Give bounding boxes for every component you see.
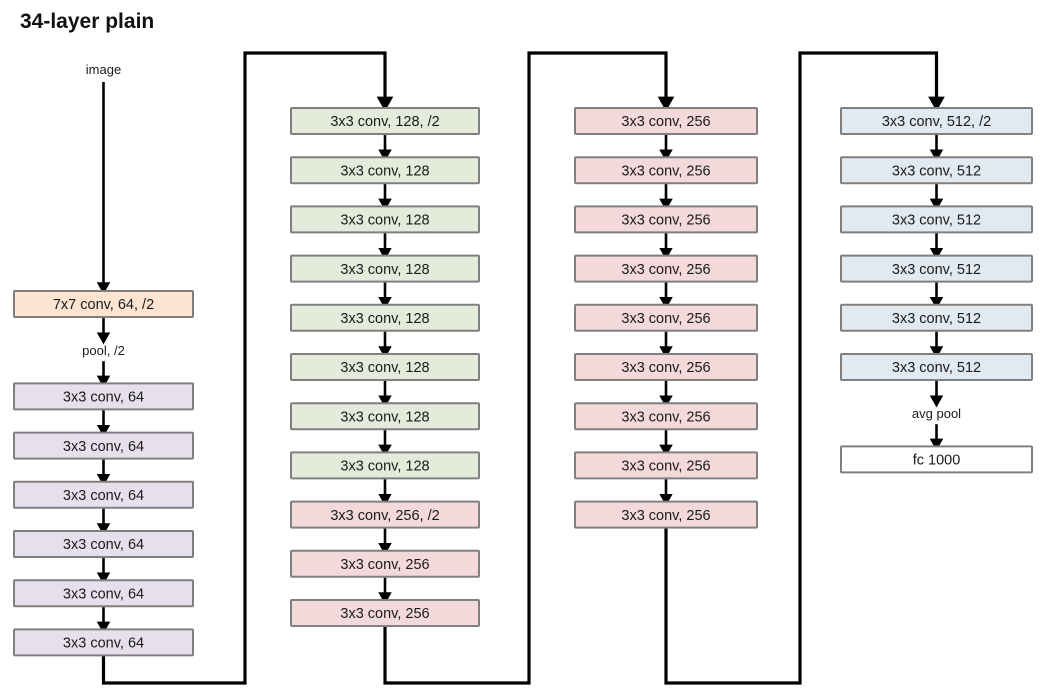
stage-label: pool, /2 xyxy=(82,343,125,358)
column-1: 7x7 conv, 64, /2 pool, /2 3x3 conv, 64 3x3 … xyxy=(13,290,194,657)
layer-box-label: 3x3 conv, 128 xyxy=(340,409,429,425)
layer-box-label: 3x3 conv, 512 xyxy=(892,262,981,278)
layer-box-label: 3x3 conv, 128 xyxy=(340,163,429,179)
layer-box-label: 3x3 conv, 128, /2 xyxy=(330,114,439,130)
layer-box[interactable] xyxy=(840,107,1033,135)
layer-box[interactable] xyxy=(13,290,194,318)
layer-box-label: 3x3 conv, 128 xyxy=(340,262,429,278)
layer-box-label: fc 1000 xyxy=(913,453,961,469)
layer-box[interactable] xyxy=(290,205,480,234)
stage-transition-connector-2 xyxy=(383,51,675,685)
layer-box-label: 3x3 conv, 256 xyxy=(621,213,710,229)
layer-box-label: 3x3 conv, 512 xyxy=(892,311,981,327)
layer-box-label: 3x3 conv, 64 xyxy=(63,488,144,504)
layer-box[interactable] xyxy=(840,445,1033,474)
layer-box-label: 3x3 conv, 256 xyxy=(621,163,710,179)
layer-box-label: 3x3 conv, 256 xyxy=(340,606,429,622)
layer-box-label: 3x3 conv, 512 xyxy=(892,163,981,179)
layer-box[interactable] xyxy=(574,156,758,185)
layer-box[interactable] xyxy=(13,628,194,657)
layer-box[interactable] xyxy=(290,254,480,283)
layer-box-label: 3x3 conv, 64 xyxy=(63,586,144,602)
layer-box[interactable] xyxy=(574,451,758,480)
layer-box-label: 3x3 conv, 64 xyxy=(63,439,144,455)
layer-box-label: 7x7 conv, 64, /2 xyxy=(53,297,154,313)
layer-box-label: 3x3 conv, 512 xyxy=(892,213,981,229)
stage-transition-connector-1 xyxy=(101,51,394,685)
layer-box-label: 3x3 conv, 256 xyxy=(621,262,710,278)
layer-box-label: 3x3 conv, 512 xyxy=(892,360,981,376)
layer-box-label: 3x3 conv, 256 xyxy=(340,557,429,573)
layer-box[interactable] xyxy=(574,205,758,234)
layer-box[interactable] xyxy=(840,303,1033,332)
inter-column-connectors xyxy=(96,51,945,685)
layer-box-label: 3x3 conv, 128 xyxy=(340,213,429,229)
layer-box[interactable] xyxy=(290,156,480,185)
layer-box-label: 3x3 conv, 256 xyxy=(621,459,710,475)
layer-box[interactable] xyxy=(290,402,480,431)
layer-box-label: 3x3 conv, 256 xyxy=(621,311,710,327)
layer-box-label: 3x3 conv, 256 xyxy=(621,114,710,130)
page-title: 34-layer plain xyxy=(20,10,154,33)
layer-box[interactable] xyxy=(290,107,480,135)
layer-box[interactable] xyxy=(574,254,758,283)
layer-box-label: 3x3 conv, 512, /2 xyxy=(882,114,991,130)
layer-box[interactable] xyxy=(13,382,194,411)
layer-box-label: 3x3 conv, 256, /2 xyxy=(330,508,439,524)
layer-box-label: 3x3 conv, 128 xyxy=(340,459,429,475)
layer-box[interactable] xyxy=(574,303,758,332)
layer-box[interactable] xyxy=(13,431,194,460)
layer-box[interactable] xyxy=(840,205,1033,234)
layer-box-label: 3x3 conv, 128 xyxy=(340,311,429,327)
layer-box-label: 3x3 conv, 64 xyxy=(63,537,144,553)
layer-box-label: 3x3 conv, 256 xyxy=(621,508,710,524)
stage-transition-connector-3 xyxy=(664,51,945,685)
layer-box[interactable] xyxy=(290,549,480,578)
layer-box[interactable] xyxy=(290,353,480,381)
layer-box-label: 3x3 conv, 64 xyxy=(63,390,144,406)
layer-box[interactable] xyxy=(290,451,480,480)
input-label: image xyxy=(86,62,121,77)
layer-box-label: 3x3 conv, 256 xyxy=(621,360,710,376)
layer-box-label: 3x3 conv, 128 xyxy=(340,360,429,376)
stage-label: avg pool xyxy=(912,406,961,421)
layer-box[interactable] xyxy=(13,530,194,558)
layer-nodes: 7x7 conv, 64, /2 pool, /2 3x3 conv, 64 3x3 … xyxy=(13,62,1033,657)
layer-box[interactable] xyxy=(574,500,758,529)
layer-box[interactable] xyxy=(574,353,758,381)
layer-box[interactable] xyxy=(574,402,758,431)
layer-box[interactable] xyxy=(290,500,480,529)
layer-box[interactable] xyxy=(290,599,480,627)
layer-box[interactable] xyxy=(840,156,1033,185)
layer-box-label: 3x3 conv, 256 xyxy=(621,409,710,425)
column-3: 3x3 conv, 256 3x3 conv, 256 3x3 conv, 256 3… xyxy=(574,107,758,529)
layer-box[interactable] xyxy=(840,254,1033,283)
layer-box[interactable] xyxy=(13,579,194,608)
layer-box[interactable] xyxy=(13,480,194,509)
layer-box-label: 3x3 conv, 64 xyxy=(63,636,144,652)
layer-box[interactable] xyxy=(290,303,480,332)
column-4: 3x3 conv, 512, /2 3x3 conv, 512 3x3 conv, … xyxy=(840,107,1033,474)
layer-box[interactable] xyxy=(574,107,758,135)
column-2: 3x3 conv, 128, /2 3x3 conv, 128 3x3 conv, … xyxy=(290,107,480,627)
layer-box[interactable] xyxy=(840,353,1033,381)
